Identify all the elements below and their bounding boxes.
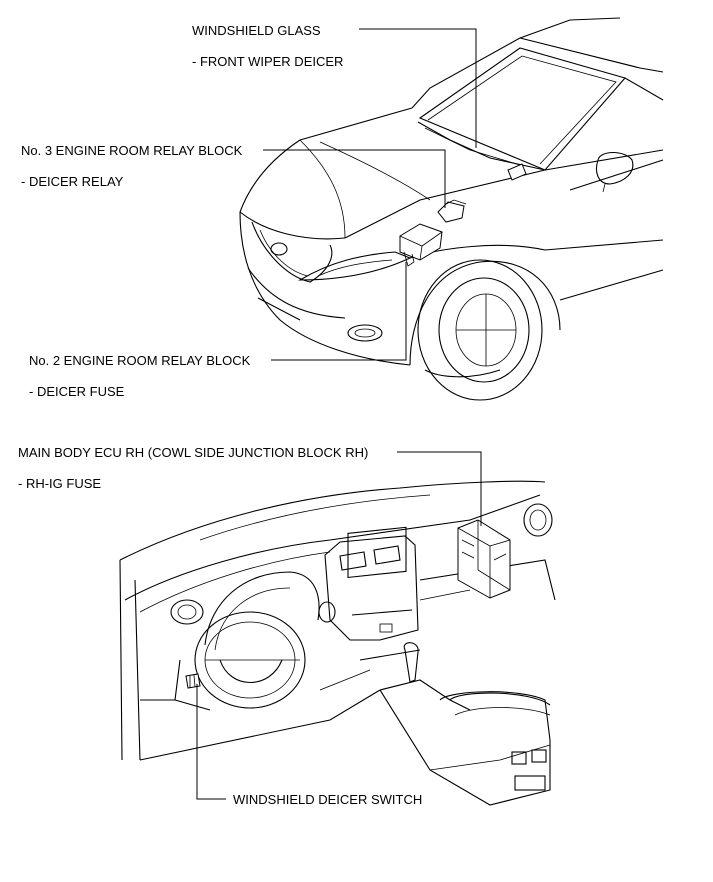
windshield-glass-sub: - FRONT WIPER DEICER	[192, 54, 344, 69]
deicer-switch-title: WINDSHIELD DEICER SWITCH	[233, 792, 423, 807]
leader-lines	[196, 28, 482, 800]
relay-block-2-sub: - DEICER FUSE	[29, 384, 125, 399]
main-body-ecu-sub: - RH-IG FUSE	[18, 476, 102, 491]
car-exterior-illustration	[239, 17, 664, 401]
windshield-glass-title: WINDSHIELD GLASS	[192, 23, 321, 38]
relay-block-3-title: No. 3 ENGINE ROOM RELAY BLOCK	[21, 143, 243, 158]
main-body-ecu-title: MAIN BODY ECU RH (COWL SIDE JUNCTION BLO…	[18, 445, 369, 460]
relay-block-2-title: No. 2 ENGINE ROOM RELAY BLOCK	[29, 353, 251, 368]
relay-block-3-sub: - DEICER RELAY	[21, 174, 124, 189]
dashboard-interior-illustration	[119, 480, 556, 806]
